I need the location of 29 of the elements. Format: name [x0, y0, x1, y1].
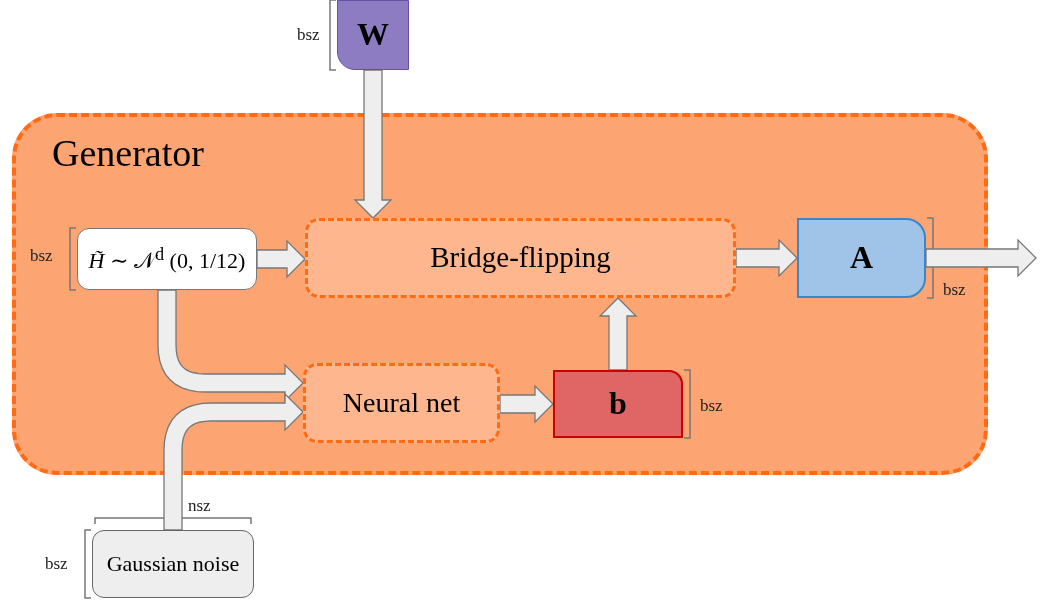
- node-label: A: [849, 240, 874, 276]
- process-box: [305, 218, 736, 298]
- size-label: bsz: [943, 280, 966, 300]
- process-box: [303, 363, 500, 443]
- node-label: Bridge-flipping: [430, 242, 611, 274]
- block-arrow: [598, 297, 638, 371]
- vector-block: [553, 370, 683, 438]
- size-label: bsz: [700, 396, 723, 416]
- matrix-block: [797, 218, 926, 298]
- node-label: H̃ ∼ 𝒩$^{d}$ (0, 1/12): [88, 244, 246, 274]
- matrix-block: [337, 0, 409, 70]
- generator-panel: [12, 113, 988, 475]
- size-label: bsz: [45, 554, 68, 574]
- node-label: Neural net: [342, 387, 461, 419]
- panel-title: Generator: [52, 133, 204, 175]
- node-label: Gaussian noise: [106, 551, 240, 577]
- block-arrow: [256, 239, 306, 279]
- block-arrow: [499, 384, 554, 424]
- input-box: [92, 530, 254, 598]
- formula-box: [77, 228, 257, 290]
- block-arrow: [163, 392, 304, 531]
- block-arrow: [735, 238, 798, 278]
- size-label: nsz: [188, 496, 211, 516]
- size-label: bsz: [30, 246, 53, 266]
- node-label: W: [357, 17, 389, 53]
- block-arrow: [925, 238, 1037, 278]
- node-label: b: [609, 386, 627, 422]
- block-arrow: [353, 69, 393, 219]
- size-label: bsz: [297, 25, 320, 45]
